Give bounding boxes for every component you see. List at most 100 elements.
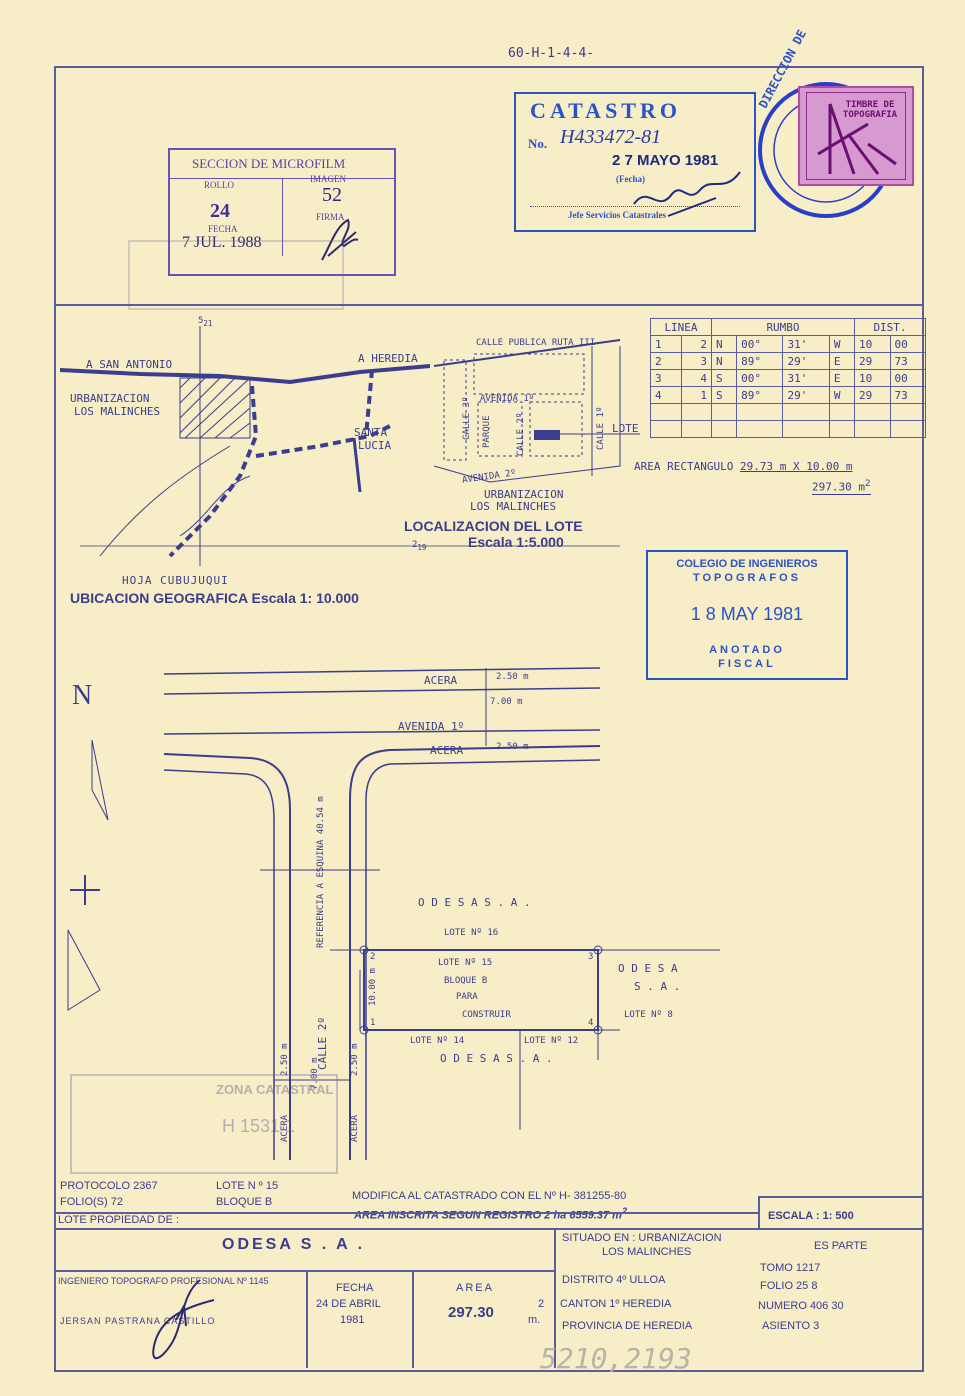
imagen-value: 52 xyxy=(322,184,342,206)
lot-plan xyxy=(67,667,720,1160)
area-sup: 2 xyxy=(538,1298,545,1310)
calle-3-label: CALLE 3º xyxy=(462,396,472,440)
situado2: LOS MALINCHES xyxy=(602,1246,692,1258)
north-label: N xyxy=(72,680,93,711)
bloque-b-label: BLOQUE B xyxy=(444,976,488,986)
lote-propiedad-label: LOTE PROPIEDAD DE : xyxy=(58,1214,180,1226)
acera-left-width: 2.50 m xyxy=(280,1043,290,1076)
zona-catastral-stamp: ZONA CATASTRAL H 1531 1 xyxy=(70,1074,338,1174)
los-malinches-label-2: LOS MALINCHES xyxy=(470,500,557,513)
owner-name: ODESA S . A . xyxy=(222,1236,366,1253)
vertex-3: 3 xyxy=(588,952,594,962)
asiento: ASIENTO 3 xyxy=(762,1320,820,1332)
vertex-1: 1 xyxy=(370,1018,376,1028)
protocolo: PROTOCOLO 2367 xyxy=(60,1180,158,1192)
lote-no: LOTE N º 15 xyxy=(216,1180,279,1192)
localizacion-title: LOCALIZACION DEL LOTE xyxy=(404,518,583,534)
catastro-no-label: No. xyxy=(528,136,548,151)
lote8-label: LOTE Nº 8 xyxy=(624,1010,673,1020)
lote12-label: LOTE Nº 12 xyxy=(524,1036,579,1046)
rollo-value: 24 xyxy=(210,200,230,222)
location-map xyxy=(60,326,640,566)
timbre-label: TIMBRE DE TOPOGRAFIA xyxy=(842,100,898,120)
vertex-2: 2 xyxy=(370,952,376,962)
microfilm-date: 7 JUL. 1988 xyxy=(182,234,262,251)
los-malinches-label: LOS MALINCHES xyxy=(74,405,161,418)
situado: SITUADO EN : URBANIZACION xyxy=(562,1232,722,1244)
avenida-1-label: AVENIDA 1º xyxy=(480,394,535,404)
fecha1: 24 DE ABRIL xyxy=(316,1298,381,1310)
page-frame xyxy=(54,66,924,1372)
odesa-right2-label: S . A . xyxy=(634,980,681,993)
area-unit: m. xyxy=(528,1314,541,1326)
fecha-label: FECHA xyxy=(208,224,238,234)
lucia-label: LUCIA xyxy=(358,439,392,452)
colegio-date: 1 8 MAY 1981 xyxy=(690,604,804,624)
surveyor-tripod-icon xyxy=(817,103,897,175)
bottom-code: 5210,2193 xyxy=(540,1342,692,1375)
acera-top-width: 2.50 m xyxy=(496,672,529,682)
lote16-label: LOTE Nº 16 xyxy=(444,928,499,938)
document-code: 60-H-1-4-4- xyxy=(508,46,595,61)
vertex-4: 4 xyxy=(588,1018,594,1028)
hoja-label: HOJA CUBUJUQUI xyxy=(122,574,229,587)
microfilm-title: SECCION DE MICROFILM xyxy=(192,156,346,171)
catastro-stamp: CATASTRO No. H433472-81 2 7 MAYO 1981 (F… xyxy=(514,92,756,232)
col-dist: DIST. xyxy=(854,318,926,336)
coord-right: 219 xyxy=(412,540,427,552)
colegio-stamp: COLEGIO DE INGENIEROS TOPOGRAFOS 1 8 MAY… xyxy=(646,550,848,680)
catastro-no-value: H433472-81 xyxy=(560,126,662,148)
firma-label: FIRMA xyxy=(316,212,345,222)
calle-1-label: CALLE 1º xyxy=(596,406,606,450)
ingeniero-label: INGENIERO TOPOGRAFO PROFESIONAL Nº 1145 xyxy=(58,1276,269,1286)
catastro-signature-icon xyxy=(633,171,741,217)
tomo: TOMO 1217 xyxy=(760,1262,821,1274)
catastro-fecha-label: (Fecha) xyxy=(616,174,645,184)
area-label: AREA xyxy=(456,1282,494,1294)
canton: CANTON 1º HEREDIA xyxy=(560,1298,672,1310)
colegio-line2: TOPOGRAFOS xyxy=(692,572,802,584)
faded-stamp xyxy=(128,240,344,310)
folio2: FOLIO 25 8 xyxy=(760,1280,818,1292)
catastro-date: 2 7 MAYO 1981 xyxy=(612,152,719,169)
acera-right-label: ACERA xyxy=(350,1114,360,1142)
area-rect-value: 297.30 m2 xyxy=(812,478,871,495)
urbanizacion-label-2: URBANIZACION xyxy=(484,488,564,501)
ubicacion-title: UBICACION GEOGRAFICA Escala 1: 10.000 xyxy=(70,590,359,606)
imagen-label: IMAGEN xyxy=(310,174,346,184)
lote15-label: LOTE Nº 15 xyxy=(438,958,493,968)
acera-mid-width: 2.50 m xyxy=(496,742,529,752)
odesa-right1-label: O D E S A xyxy=(618,962,678,975)
coord-top: 521 xyxy=(198,316,213,328)
catastro-title: CATASTRO xyxy=(530,98,681,123)
para-label: PARA xyxy=(456,992,478,1002)
engineer-signature-icon xyxy=(152,1279,215,1359)
modifica: MODIFICA AL CATASTRADO CON EL Nº H- 3812… xyxy=(352,1190,627,1202)
catastro-footer: Jefe Servicios Catastrales xyxy=(568,210,666,220)
zona-title: ZONA CATASTRAL xyxy=(216,1082,334,1097)
lote-label: LOTE xyxy=(612,422,639,435)
odesa-bottom-label: O D E S A S . A . xyxy=(440,1052,553,1065)
calle-publica-label: CALLE PUBLICA RUTA III xyxy=(476,338,596,348)
a-heredia-label: A HEREDIA xyxy=(358,352,418,365)
localizacion-escala: Escala 1:5.000 xyxy=(468,534,564,550)
parque-label: PARQUE xyxy=(482,415,492,448)
col-rumbo: RUMBO xyxy=(711,318,855,336)
odesa-top-label: O D E S A S . A . xyxy=(418,896,531,909)
escala-box: ESCALA : 1: 500 xyxy=(758,1196,922,1230)
avenida-label: AVENIDA 1º xyxy=(398,720,465,733)
col-linea: LINEA xyxy=(650,318,712,336)
anotado-label: ANOTADO xyxy=(709,644,785,656)
area-rect: AREA RECTANGULO 29.73 m X 10.00 m xyxy=(634,460,853,473)
escala-label: ESCALA : 1: 500 xyxy=(768,1210,854,1222)
fecha-label: FECHA xyxy=(336,1282,374,1294)
colegio-line1: COLEGIO DE INGENIEROS xyxy=(676,558,818,570)
road-width: 7.00 m xyxy=(490,697,523,707)
microfilm-stamp: SECCION DE MICROFILM ROLLO IMAGEN 24 52 … xyxy=(168,148,396,276)
zona-value: H 1531 1 xyxy=(222,1116,296,1136)
